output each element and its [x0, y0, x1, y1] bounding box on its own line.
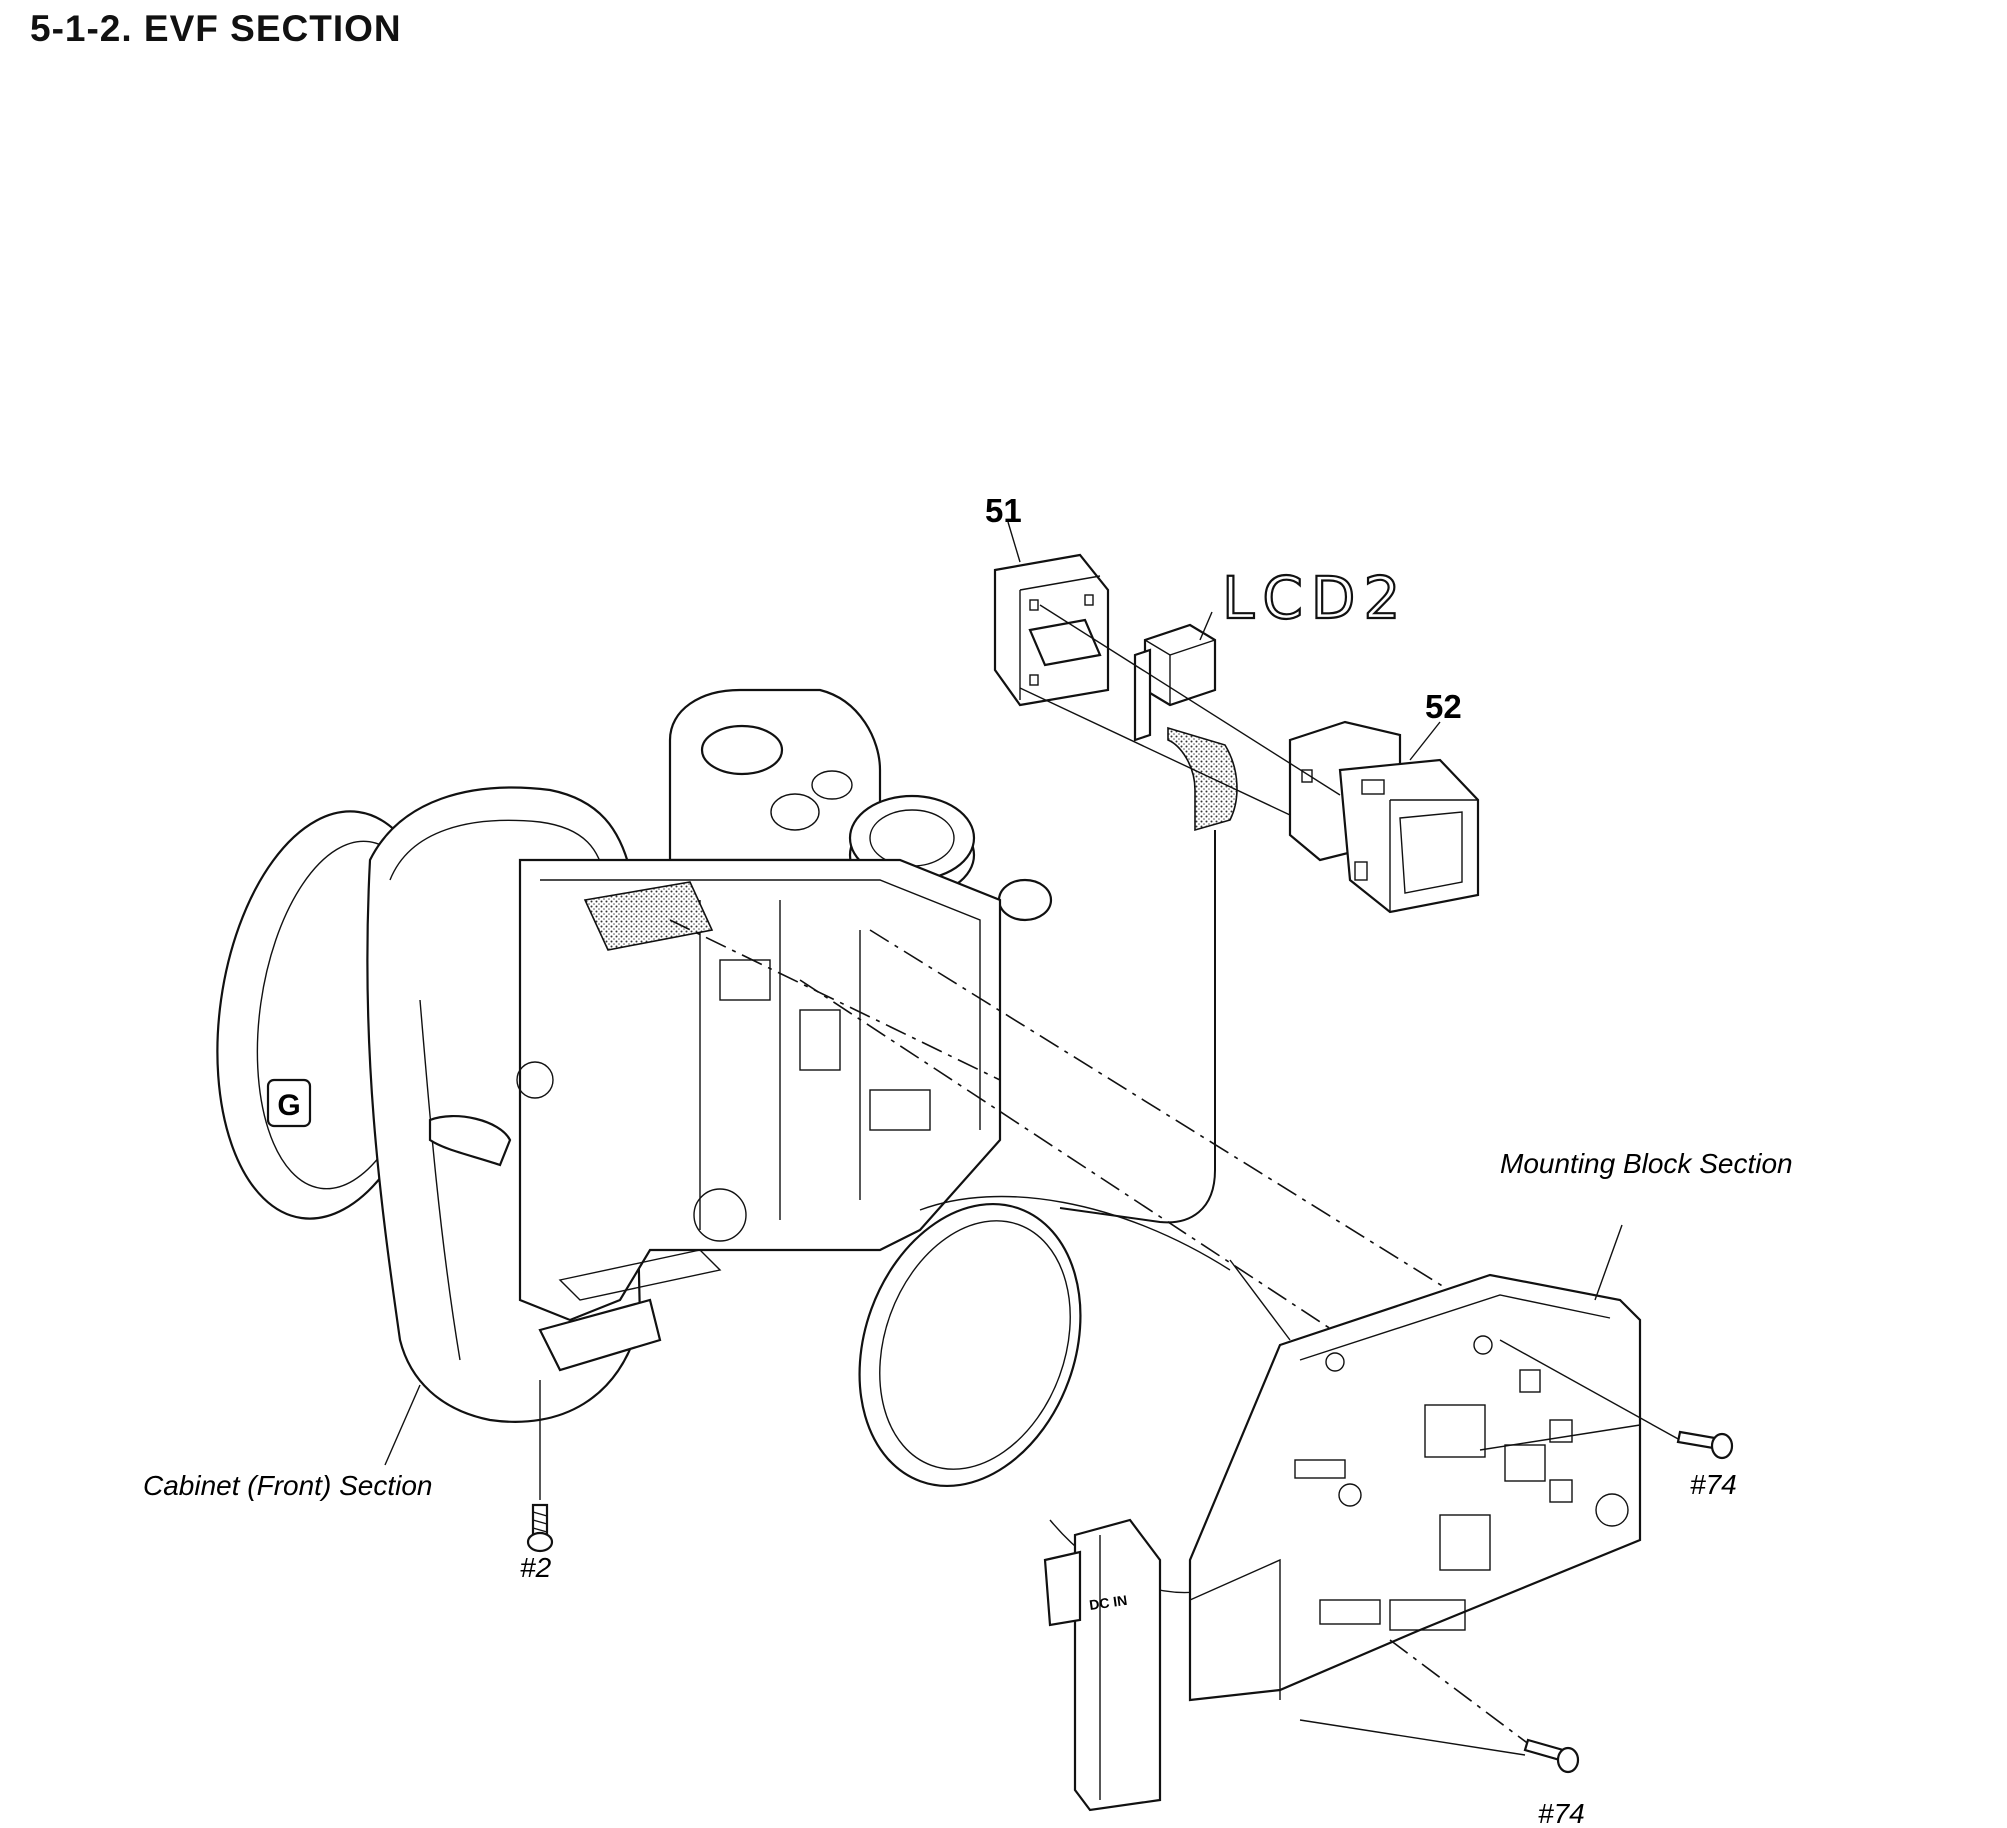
page-title: 5-1-2. EVF SECTION	[30, 8, 402, 49]
mounting-block-section-label: Mounting Block Section	[1500, 1148, 1793, 1179]
cabinet-front-assembly: G	[216, 688, 1053, 1423]
screw-74-upper-label: #74	[1690, 1469, 1737, 1500]
leader-cabinet-front	[384, 1384, 421, 1466]
leader-52	[1409, 721, 1441, 761]
g-badge-icon: G	[266, 1078, 312, 1128]
leader-51	[1007, 521, 1021, 563]
leader-lcd2	[1199, 611, 1213, 641]
evf-housing-part-52	[1288, 720, 1480, 914]
part-52-callout: 52	[1425, 688, 1462, 725]
screw-2-icon	[526, 1380, 554, 1553]
lcd2-module	[1133, 623, 1238, 832]
screw-74-lower-label: #74	[1538, 1798, 1585, 1828]
leader-mounting-block	[1594, 1224, 1623, 1301]
mounting-block-assembly: DC IN	[858, 1195, 1642, 1812]
screw-2-label: #2	[520, 1552, 552, 1583]
brand-badge-text: G	[277, 1089, 300, 1122]
evf-bracket-part-51	[993, 553, 1110, 707]
screw-74-upper-icon	[1479, 1339, 1734, 1460]
cabinet-front-section-label: Cabinet (Front) Section	[143, 1470, 432, 1501]
handwritten-lcd2-note: LCD2	[1222, 564, 1408, 632]
screw-74-lower-icon	[1299, 1639, 1580, 1774]
part-51-callout: 51	[985, 492, 1022, 529]
dc-in-label: DC IN	[1088, 1592, 1128, 1613]
